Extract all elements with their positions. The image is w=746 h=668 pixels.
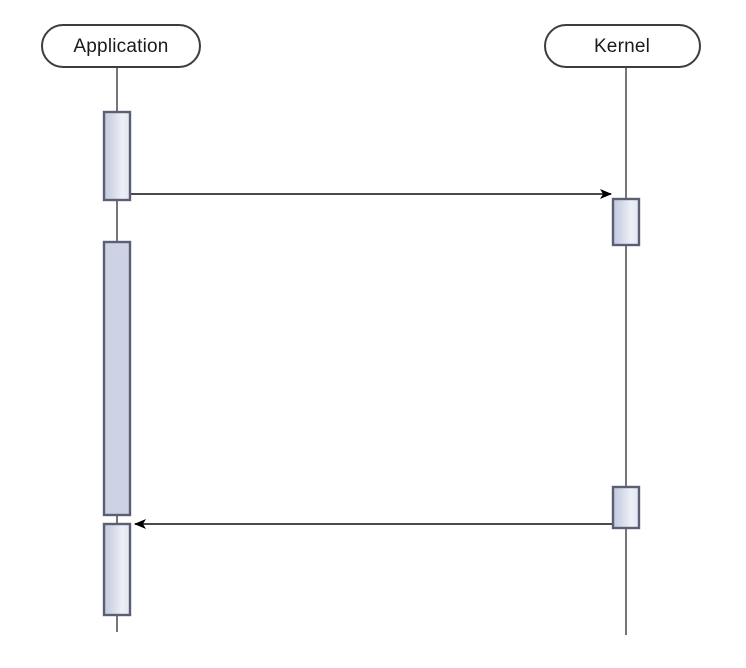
activation-application-1[interactable] xyxy=(102,110,132,202)
participant-box-kernel xyxy=(544,24,701,68)
lifelines-group xyxy=(116,67,627,635)
activation-application-2[interactable] xyxy=(102,240,132,517)
activation-application-3[interactable] xyxy=(102,522,132,617)
activation-kernel-1[interactable] xyxy=(611,197,641,247)
participant-box-application xyxy=(41,24,201,68)
messages-group xyxy=(130,189,613,529)
activation-kernel-2[interactable] xyxy=(611,485,641,530)
participant-label-kernel: Kernel xyxy=(594,36,650,57)
participant-head-application[interactable]: Application xyxy=(41,24,201,68)
participant-head-kernel[interactable]: Kernel xyxy=(544,24,701,68)
activations-group xyxy=(102,110,641,617)
participant-label-application: Application xyxy=(73,36,168,57)
